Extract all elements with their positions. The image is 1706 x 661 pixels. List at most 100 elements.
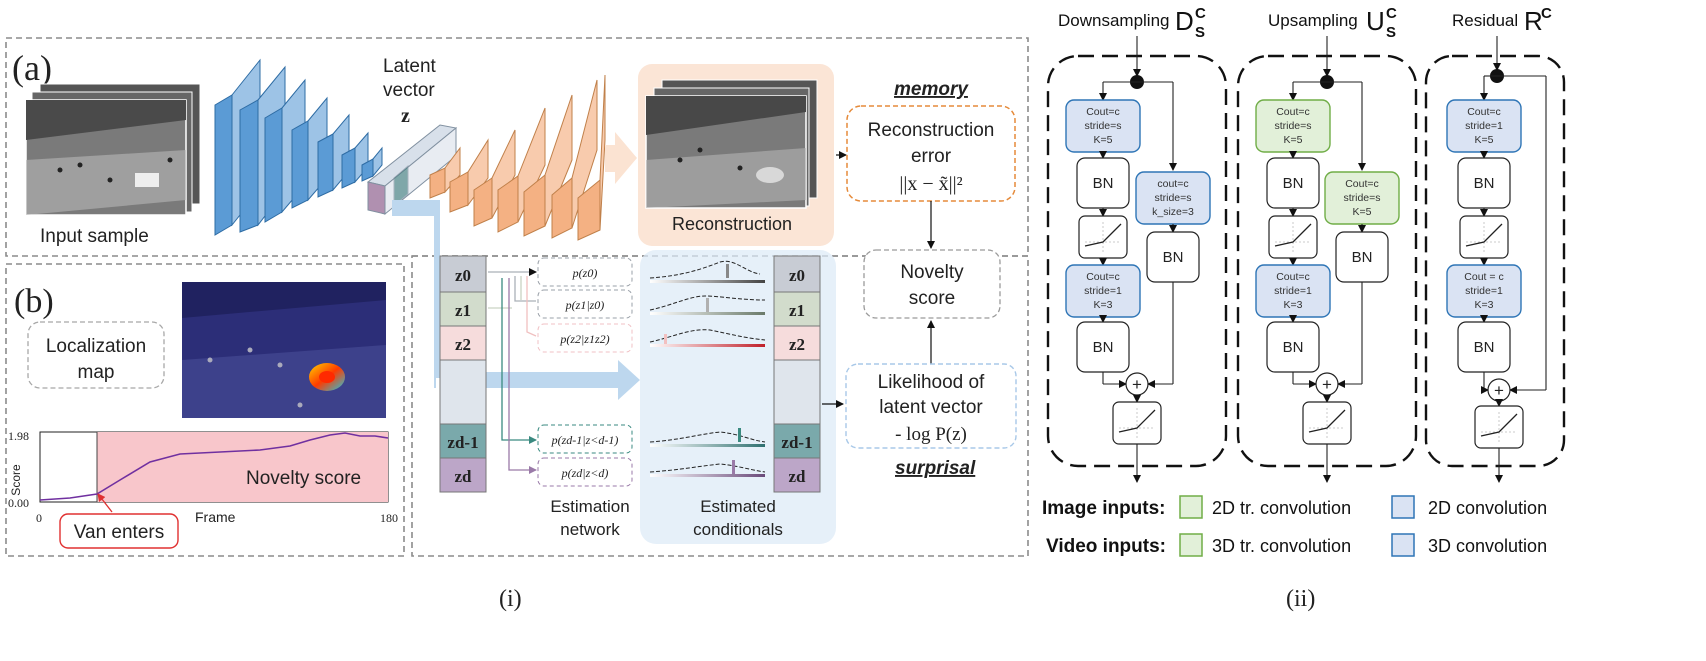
legend-tr2d-label: 2D tr. convolution	[1212, 498, 1351, 518]
estimation-label-1: Estimation	[550, 497, 629, 516]
conv-param-label: Cout=c	[1467, 106, 1501, 118]
latent-to-estimation-arrow	[392, 200, 440, 388]
latent-cell-label: z1	[789, 301, 805, 320]
novelty-label-1: Novelty	[900, 262, 964, 283]
down-plus: +	[1125, 372, 1149, 396]
latent-symbol: z	[401, 105, 410, 127]
latent-label-1: Latent	[383, 56, 437, 77]
latent-vector-bar	[366, 124, 458, 216]
conv-param-label: stride=s	[1343, 192, 1380, 204]
residual-block	[1424, 54, 1566, 468]
conv-param-label: Cout=c	[1086, 271, 1120, 283]
latent-column-right	[773, 255, 821, 493]
likelihood-formula: - log P(z)	[895, 424, 967, 445]
res-relu-out	[1474, 405, 1524, 449]
downsampling-sup: C	[1195, 5, 1206, 22]
score-chart	[39, 431, 389, 503]
estimated-label-2: conditionals	[693, 520, 783, 539]
conv-param-label: stride=1	[1084, 285, 1122, 297]
likelihood-box	[845, 363, 1017, 449]
conv-param-label: Cout=c	[1276, 271, 1310, 283]
up-relu1	[1268, 215, 1318, 259]
conv-param-label: stride=s	[1274, 120, 1311, 132]
svg-text:p(zd-1|z<d-1): p(zd-1|z<d-1)	[551, 433, 619, 447]
conv-param-label: K=5	[1475, 134, 1494, 146]
localization-box	[27, 321, 165, 389]
caption-ii: (ii)	[1286, 586, 1315, 612]
down-skip-bn: BN	[1146, 231, 1200, 283]
conv-param-label: K=3	[1094, 299, 1113, 311]
latent-cell-label: zd-1	[447, 433, 478, 452]
bn-label: BN	[1283, 175, 1304, 192]
latent-cell-label: z2	[789, 335, 805, 354]
legend: Image inputs: 2D tr. convolution 2D conv…	[1042, 495, 1547, 557]
novelty-score-box	[863, 249, 1001, 319]
conv-param-label: stride=1	[1274, 285, 1312, 297]
down-bn2: BN	[1076, 321, 1130, 373]
conv-param-label: K=3	[1475, 299, 1494, 311]
res-bn1: BN	[1457, 157, 1511, 209]
memory-label: memory	[894, 79, 969, 100]
legend-tr3d-swatch	[1179, 533, 1203, 557]
downsampling-symbol: D	[1175, 6, 1194, 36]
van-enters-box	[59, 513, 179, 549]
estimation-flow-arrow	[440, 360, 640, 400]
up-bn1: BN	[1266, 157, 1320, 209]
svg-text:p(zd|z<d): p(zd|z<d)	[561, 466, 609, 480]
up-skip-bn: BN	[1335, 231, 1389, 283]
panel-a-tag: (a)	[12, 48, 52, 88]
upsampling-title: Upsampling	[1268, 11, 1358, 30]
surprisal-label: surprisal	[895, 458, 976, 479]
reconstruction-label: Reconstruction	[672, 214, 792, 234]
latent-cell-label: zd-1	[781, 433, 812, 452]
legend-c2d-swatch	[1391, 495, 1415, 519]
video-inputs-label: Video inputs:	[1046, 536, 1166, 557]
residual-sup: C	[1541, 5, 1552, 22]
conv-param-label: cout=c	[1157, 178, 1188, 190]
latent-cell-label: zd	[789, 467, 807, 486]
score-curve	[39, 432, 389, 501]
legend-c3d-swatch	[1391, 533, 1415, 557]
svg-text:p(z0): p(z0)	[572, 266, 598, 280]
x-axis-label: Frame	[195, 509, 236, 525]
up-bn2: BN	[1266, 321, 1320, 373]
recon-error-label-2: error	[911, 146, 952, 167]
latent-cell-label: z2	[455, 335, 471, 354]
upsampling-sup: C	[1386, 5, 1397, 22]
conv-param-label: Cout=c	[1345, 178, 1379, 190]
up-relu-out	[1302, 401, 1352, 445]
y-axis-label: Score	[9, 464, 23, 496]
svg-text:p(z2|z1z2): p(z2|z1z2)	[559, 332, 609, 346]
down-conv2: Cout=c stride=1K=3	[1065, 264, 1141, 318]
prob-box-3: p(zd-1|z<d-1)	[537, 424, 633, 454]
upsampling-symbol: U	[1366, 6, 1385, 36]
estimation-label-2: network	[560, 520, 620, 539]
legend-tr3d-label: 3D tr. convolution	[1212, 536, 1351, 556]
recon-error-formula: ||x − x̃||²	[899, 173, 962, 195]
input-sample-image	[25, 83, 201, 216]
downsampling-sub: S	[1195, 24, 1205, 41]
bn-label: BN	[1474, 175, 1495, 192]
plus-label: +	[1322, 375, 1332, 394]
down-relu1	[1078, 215, 1128, 259]
legend-c2d-label: 2D convolution	[1428, 498, 1547, 518]
prob-box-4: p(zd|z<d)	[537, 457, 633, 487]
localization-label-2: map	[78, 362, 115, 383]
decoder-layers	[429, 74, 606, 241]
legend-tr2d-swatch	[1179, 495, 1203, 519]
upsampling-sub: S	[1386, 24, 1396, 41]
panel-b-tag: (b)	[14, 283, 54, 320]
conditional-bars	[650, 264, 765, 477]
x-right-tick: 180	[380, 511, 398, 525]
estimated-label-1: Estimated	[700, 497, 776, 516]
encoder-layers	[214, 58, 383, 236]
prob-box-0: p(z0)	[537, 257, 633, 287]
res-bn2: BN	[1457, 321, 1511, 373]
